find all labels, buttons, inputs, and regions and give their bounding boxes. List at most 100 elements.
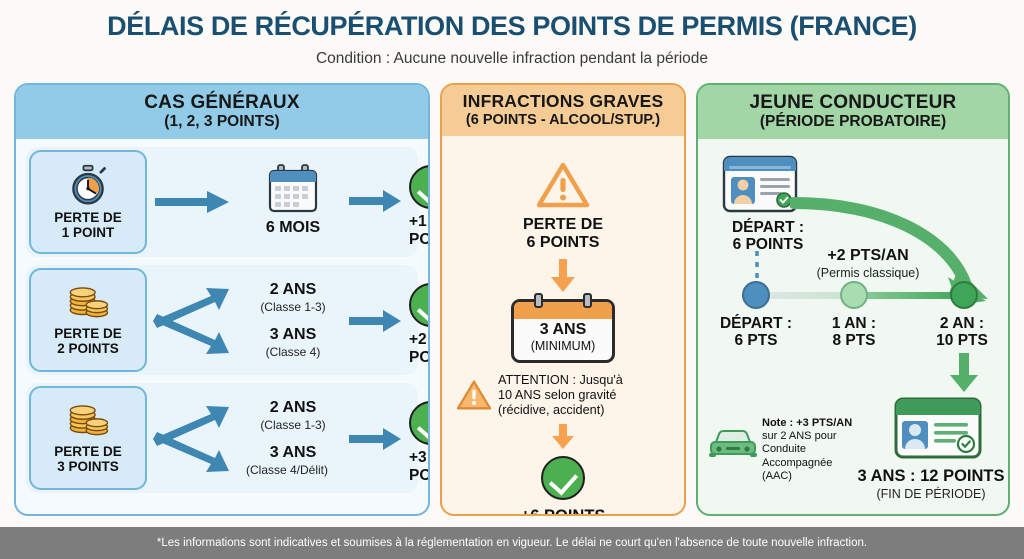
coins-icon bbox=[65, 401, 111, 441]
aac-note-line1: Note : +3 PTS/AN bbox=[762, 416, 853, 429]
start-label: DÉPART : 6 POINTS bbox=[708, 219, 828, 254]
branch-values-3: 2 ANS (Classe 1-3) 3 ANS (Classe 4/Délit… bbox=[239, 383, 347, 493]
loss-label-line2: 1 POINT bbox=[61, 225, 115, 241]
result-success: +3 POINTS bbox=[409, 400, 428, 485]
result-zone-1: +1 POINT bbox=[409, 147, 430, 257]
panel-header-infractions-graves: INFRACTIONS GRAVES (6 POINTS - ALCOOL/ST… bbox=[442, 85, 684, 136]
timeline-label-1: 1 AN : 8 PTS bbox=[806, 315, 902, 350]
arrow-zone-3b bbox=[347, 383, 409, 493]
attention-line-1: ATTENTION : Jusqu'à bbox=[498, 372, 623, 387]
aac-note-line4: Accompagnée bbox=[762, 456, 833, 469]
car-icon bbox=[708, 425, 758, 459]
loss-box-3-points: PERTE DE 3 POINTS bbox=[29, 385, 147, 490]
result-label: +3 POINTS bbox=[409, 448, 428, 484]
result-success: +6 POINTS bbox=[452, 455, 674, 516]
timeline-dot-0 bbox=[742, 280, 770, 309]
branch-values-2: 2 ANS (Classe 1-3) 3 ANS (Classe 4) bbox=[239, 265, 347, 375]
calendar-ring-right bbox=[583, 292, 592, 308]
attention-text: ATTENTION : Jusqu'à 10 ANS selon gravité… bbox=[498, 373, 623, 418]
table-row: PERTE DE 1 POINT bbox=[26, 146, 430, 257]
branch-bottom-sub: (Classe 4) bbox=[265, 344, 321, 359]
start-label-line1: DÉPART : bbox=[731, 218, 805, 236]
result-zone-2: +2 POINTS bbox=[409, 265, 428, 375]
loss-label-line1: PERTE DE bbox=[54, 210, 122, 226]
coins-icon bbox=[65, 283, 111, 323]
result-label: +1 POINT bbox=[409, 212, 430, 248]
timeline-label-1-line2: 8 PTS bbox=[832, 332, 876, 350]
panel-subtitle: (1, 2, 3 POINTS) bbox=[164, 113, 280, 131]
result-label: +6 POINTS bbox=[520, 506, 606, 516]
table-row: PERTE DE 3 POINTS 2 ANS bbox=[26, 382, 428, 493]
panel-subtitle: (6 POINTS - ALCOOL/STUP.) bbox=[465, 111, 661, 128]
columns-container: CAS GÉNÉRAUX (1, 2, 3 POINTS) bbox=[14, 83, 1010, 516]
calendar-icon bbox=[239, 163, 347, 215]
panel-body-infractions-graves: PERTE DE 6 POINTS 3 ANS (MINIMUM) bbox=[442, 136, 684, 516]
timeline-label-0-line2: 6 PTS bbox=[734, 332, 778, 350]
loss-label-line2: 3 POINTS bbox=[57, 459, 119, 475]
loss-label-line2: 2 POINTS bbox=[57, 341, 119, 357]
loss-box-1-point: PERTE DE 1 POINT bbox=[29, 149, 147, 254]
calendar-duration-box: 3 ANS (MINIMUM) bbox=[511, 292, 615, 363]
loss-label-line1: PERTE DE bbox=[54, 444, 122, 460]
arrow-right-icon bbox=[349, 309, 403, 333]
result-label: +2 POINTS bbox=[409, 330, 428, 366]
timeline-label-1-line1: 1 AN : bbox=[831, 314, 877, 332]
panel-header-jeune-conducteur: JEUNE CONDUCTEUR (PÉRIODE PROBATOIRE) bbox=[698, 85, 1008, 139]
footer-disclaimer-bar: *Les informations sont indicatives et so… bbox=[0, 527, 1024, 559]
result-zone-3: +3 POINTS bbox=[409, 383, 428, 493]
young-driver-diagram: DÉPART : 6 POINTS +2 PTS/AN (Permis clas bbox=[698, 139, 1008, 514]
loss-label: PERTE DE 2 POINTS bbox=[54, 326, 122, 356]
result-success: +2 POINTS bbox=[409, 282, 428, 367]
middle-zone-1: 6 MOIS bbox=[239, 147, 347, 257]
branch-bottom-value: 3 ANS bbox=[269, 443, 317, 461]
panel-title: JEUNE CONDUCTEUR bbox=[749, 92, 957, 113]
attention-line-2: 10 ANS selon gravité bbox=[498, 387, 617, 402]
branch-top-value: 2 ANS bbox=[269, 398, 317, 416]
id-card-green-icon bbox=[894, 397, 982, 459]
curve-label-sub: (Permis classique) bbox=[816, 265, 920, 280]
arrow-down-icon bbox=[452, 258, 674, 293]
aac-note-line5: (AAC) bbox=[762, 470, 792, 483]
duration-sub: (MINIMUM) bbox=[530, 338, 596, 353]
timeline-label-2-line1: 2 AN : bbox=[939, 314, 985, 332]
aac-note: Note : +3 PTS/AN sur 2 ANS pour Conduite… bbox=[762, 417, 872, 484]
arrow-down-icon bbox=[452, 423, 674, 450]
attention-line-3: (récidive, accident) bbox=[498, 402, 605, 417]
branch-arrows-icon bbox=[149, 401, 237, 477]
loss-label: PERTE DE 6 POINTS bbox=[452, 216, 674, 253]
stopwatch-icon bbox=[66, 163, 110, 207]
panel-header-cas-generaux: CAS GÉNÉRAUX (1, 2, 3 POINTS) bbox=[16, 85, 428, 139]
arrow-zone-1 bbox=[147, 147, 239, 257]
branch-bottom-sub: (Classe 4/Délit) bbox=[245, 462, 329, 477]
timeline-dot-2 bbox=[950, 280, 978, 309]
branch-top-value: 2 ANS bbox=[269, 280, 317, 298]
panel-infractions-graves: INFRACTIONS GRAVES (6 POINTS - ALCOOL/ST… bbox=[440, 83, 686, 516]
panel-body-cas-generaux: PERTE DE 1 POINT bbox=[16, 139, 428, 514]
loss-label-line2: 6 POINTS bbox=[526, 234, 600, 252]
final-result-sub: (FIN DE PÉRIODE) bbox=[876, 486, 986, 501]
arrow-right-icon bbox=[349, 427, 403, 451]
timeline-segment-2 bbox=[854, 291, 964, 299]
aac-note-line3: Conduite bbox=[762, 443, 807, 456]
branch-arrow-zone-2 bbox=[147, 265, 239, 375]
loss-box-2-points: PERTE DE 2 POINTS bbox=[29, 267, 147, 372]
panel-cas-generaux: CAS GÉNÉRAUX (1, 2, 3 POINTS) bbox=[14, 83, 430, 516]
curve-label-main: +2 PTS/AN bbox=[827, 246, 909, 264]
result-success: +1 POINT bbox=[409, 164, 430, 249]
warning-triangle-icon bbox=[456, 379, 492, 411]
final-result-main: 3 ANS : 12 POINTS bbox=[857, 466, 1005, 485]
timeline-label-2-line2: 10 PTS bbox=[936, 332, 988, 350]
branch-top-sub: (Classe 1-3) bbox=[260, 299, 326, 314]
branch-bottom-value: 3 ANS bbox=[269, 325, 317, 343]
timeline-dot-1 bbox=[840, 280, 868, 309]
table-row: PERTE DE 2 POINTS 2 ANS bbox=[26, 264, 428, 375]
duration-label: 6 MOIS bbox=[265, 218, 321, 236]
calendar-top-band bbox=[514, 301, 612, 319]
panel-subtitle: (PÉRIODE PROBATOIRE) bbox=[759, 113, 947, 131]
loss-label-line1: PERTE DE bbox=[522, 215, 603, 233]
arrow-zone-2b bbox=[347, 265, 409, 375]
warning-triangle-icon bbox=[452, 162, 674, 208]
check-circle-icon bbox=[409, 282, 428, 327]
attention-note: ATTENTION : Jusqu'à 10 ANS selon gravité… bbox=[452, 373, 674, 418]
